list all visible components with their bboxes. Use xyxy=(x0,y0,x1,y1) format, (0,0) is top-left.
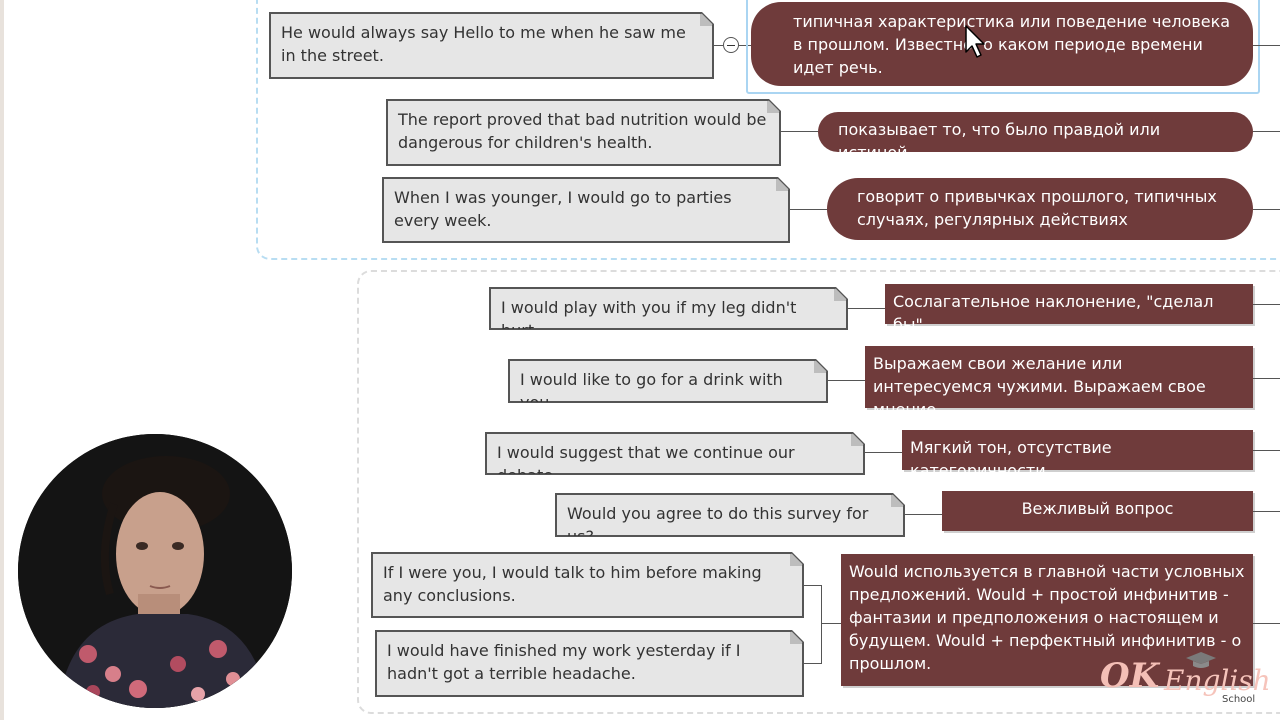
meaning-node[interactable]: Would используется в главной части услов… xyxy=(841,554,1253,686)
meaning-text: Сослагательное наклонение, "сделал бы". xyxy=(893,292,1214,334)
example-node[interactable]: I would have finished my work yesterday … xyxy=(376,631,803,696)
example-text: He would always say Hello to me when he … xyxy=(281,23,686,65)
meaning-node[interactable]: Мягкий тон, отсутствие категоричности xyxy=(902,430,1253,480)
meaning-text: Мягкий тон, отсутствие категоричности xyxy=(910,438,1112,480)
meaning-node[interactable]: говорит о привычках прошлого, типичных с… xyxy=(827,178,1253,240)
example-text: I would have finished my work yesterday … xyxy=(387,641,741,683)
meaning-node[interactable]: Вежливый вопрос xyxy=(942,491,1253,531)
example-node[interactable]: I would play with you if my leg didn't h… xyxy=(490,288,847,329)
example-text: If I were you, I would talk to him befor… xyxy=(383,563,762,605)
meaning-node[interactable]: Выражаем свои желание или интересуемся ч… xyxy=(865,346,1253,419)
meaning-text: Would используется в главной части услов… xyxy=(849,562,1245,673)
meaning-text: Вежливый вопрос xyxy=(1021,499,1174,518)
meaning-node[interactable]: типичная характеристика или поведение че… xyxy=(751,2,1253,86)
meaning-text: Выражаем свои желание или интересуемся ч… xyxy=(873,354,1206,419)
logo-school-text: School xyxy=(1222,694,1256,705)
meaning-text: показывает то, что было правдой или исти… xyxy=(838,120,1161,162)
group-conditional-polite xyxy=(357,270,1280,714)
example-node[interactable]: I would suggest that we continue our deb… xyxy=(486,433,864,474)
example-node[interactable]: If I were you, I would talk to him befor… xyxy=(372,553,803,617)
example-text: The report proved that bad nutrition wou… xyxy=(398,110,767,152)
example-node[interactable]: When I was younger, I would go to partie… xyxy=(383,178,789,242)
meaning-text: типичная характеристика или поведение че… xyxy=(793,12,1231,77)
webcam-video xyxy=(18,434,292,708)
mouse-pointer-icon xyxy=(965,25,985,58)
example-node[interactable]: The report proved that bad nutrition wou… xyxy=(387,100,780,165)
meaning-node[interactable]: показывает то, что было правдой или исти… xyxy=(818,112,1253,162)
example-text: When I was younger, I would go to partie… xyxy=(394,188,732,230)
example-node[interactable]: Would you agree to do this survey for us… xyxy=(556,494,904,536)
example-node[interactable]: He would always say Hello to me when he … xyxy=(270,13,713,78)
logo-english-text: English xyxy=(1164,664,1271,697)
logo-ok-text: OK xyxy=(1100,656,1160,696)
graduation-cap-icon xyxy=(1186,652,1216,668)
group-past-habits xyxy=(256,0,1280,260)
ok-english-logo: OK English School xyxy=(1092,650,1272,710)
example-node[interactable]: I would like to go for a drink with you. xyxy=(509,360,827,402)
meaning-node[interactable]: Сослагательное наклонение, "сделал бы". xyxy=(885,284,1253,334)
collapse-minus-icon[interactable] xyxy=(723,37,739,53)
selection-box xyxy=(746,0,1260,94)
meaning-text: говорит о привычках прошлого, типичных с… xyxy=(857,187,1217,229)
left-border xyxy=(0,0,4,720)
